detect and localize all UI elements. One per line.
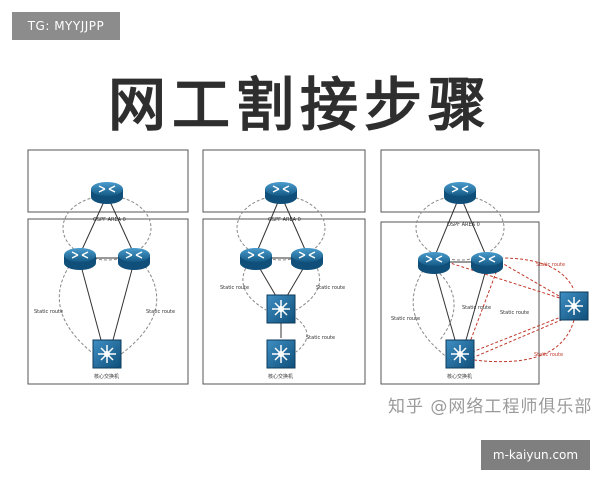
panel-1: OSPF AREA 0 Static route Static route 核心… (27, 149, 189, 385)
static-route-label: Static route (536, 262, 565, 268)
ospf-label: OSPF AREA 0 (268, 217, 301, 223)
watermark-text: 知乎 @网络工程师俱乐部 (388, 397, 593, 417)
core-switch-label: 核心交换机 (268, 373, 293, 380)
core-switch-icon (92, 339, 122, 369)
static-route-label: Static route (316, 285, 345, 291)
static-route-label: Static route (391, 316, 420, 322)
router-icon (470, 251, 504, 275)
tag-badge: TG: MYYJJPP (12, 12, 120, 40)
router-icon (63, 247, 97, 271)
page-title: 网工割接步骤 (107, 71, 492, 139)
static-route-label: Static route (34, 309, 63, 315)
router-icon (417, 251, 451, 275)
router-icon (239, 247, 273, 271)
static-route-label: Static route (220, 285, 249, 291)
static-route-label: Static route (306, 335, 335, 341)
panel-2: OSPF AREA 0 Static route Static route St… (202, 149, 366, 385)
site-badge: m-kaiyun.com (481, 440, 590, 470)
static-route-label: Static route (534, 352, 563, 358)
core-switch-label: 核心交换机 (447, 373, 472, 380)
router-icon (443, 181, 477, 205)
core-switch-icon (445, 339, 475, 369)
router-icon (264, 181, 298, 205)
panel-3: OSPF AREA 0 Static route Static route St… (380, 149, 589, 385)
ospf-label: OSPF AREA 0 (447, 222, 480, 228)
new-switch-icon (266, 294, 296, 324)
router-icon (90, 181, 124, 205)
ospf-label: OSPF AREA 0 (93, 217, 126, 223)
new-switch-icon (559, 291, 589, 321)
router-icon (290, 247, 324, 271)
static-route-label: Static route (462, 305, 491, 311)
core-switch-icon (266, 339, 296, 369)
static-route-label: Static route (146, 309, 175, 315)
core-switch-label: 核心交换机 (94, 373, 119, 380)
router-icon (117, 247, 151, 271)
static-route-label: Static route (500, 310, 529, 316)
